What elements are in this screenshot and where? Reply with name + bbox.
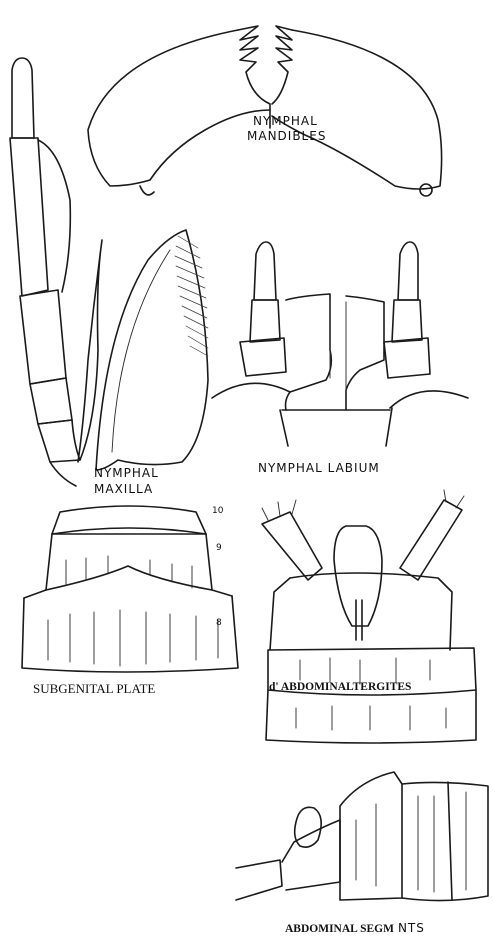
mandibles-label-line2: Mandibles	[247, 129, 326, 143]
maxilla-label-line1: Nymphal	[94, 466, 159, 480]
abdominal-tergites-drawing	[262, 490, 476, 743]
tergites-caption-text: ABDOMINALTERGITES	[281, 681, 412, 693]
segment-number-9: 9	[216, 543, 222, 553]
segments-caption-text: ABDOMINAL SEGM	[285, 923, 394, 935]
abdominal-tergites-caption: d' ABDOMINALTERGITES	[269, 681, 411, 693]
abdominal-segments-drawing	[236, 772, 488, 901]
nymphal-maxilla-drawing	[10, 58, 208, 486]
segment-number-8: 8	[216, 618, 222, 628]
maxilla-label-line2: Maxilla	[94, 482, 153, 496]
segments-caption-suffix: NTS	[398, 921, 425, 935]
subgenital-plate-caption: SUBGENITAL PLATE	[33, 681, 155, 697]
abdominal-segments-caption: ABDOMINAL SEGM NTS	[285, 919, 425, 937]
mandibles-label-line1: Nymphal	[253, 114, 318, 128]
nymphal-labium-drawing	[212, 242, 468, 446]
tergites-prefix: d'	[269, 681, 279, 693]
segment-number-10: 10	[212, 506, 223, 516]
nymphal-mandibles-drawing	[88, 26, 442, 196]
labium-label: Nymphal Labium	[258, 461, 380, 475]
subgenital-plate-drawing	[22, 506, 238, 672]
